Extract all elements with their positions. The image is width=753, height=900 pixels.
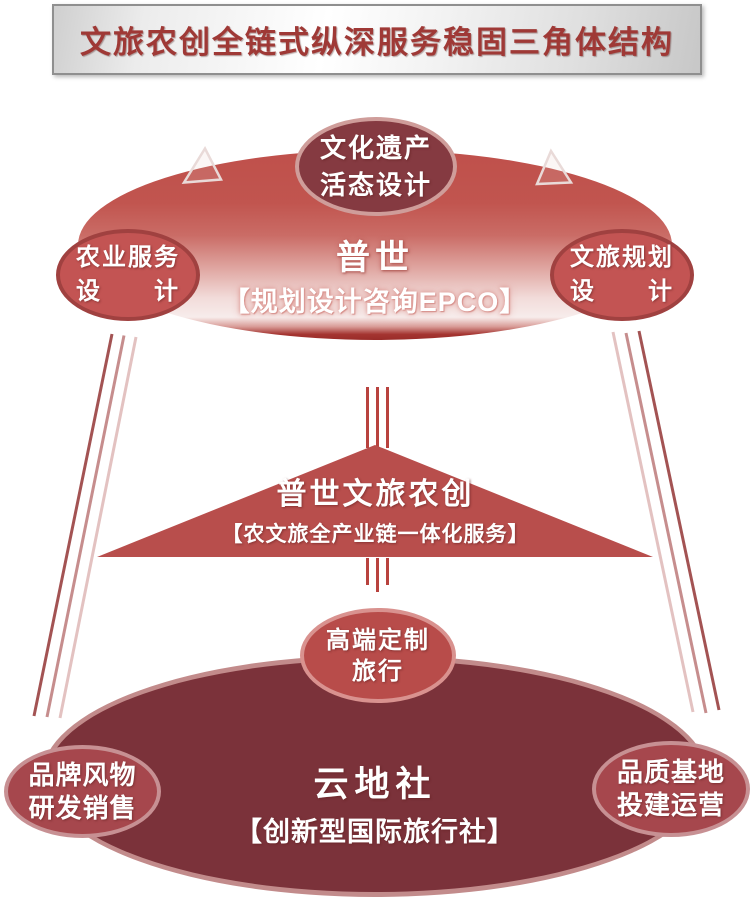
title-banner: 文旅农创全链式纵深服务稳固三角体结构 [52, 4, 702, 75]
left-connector-lines [32, 333, 138, 719]
heritage-ellipse: 文化遗产 活态设计 [295, 117, 457, 216]
base-line2: 投建运营 [616, 790, 725, 820]
triangle-name: 普世文旅农创 [276, 478, 475, 511]
bottom-center-lines [366, 558, 389, 592]
triangle-marker-right-icon [535, 148, 574, 186]
triangle-subtitle: 【农文旅全产业链一体化服务】 [221, 523, 530, 546]
quality-base-ellipse: 品质基地 投建运营 [592, 741, 750, 837]
brand-retail-ellipse: 品牌风物 研发销售 [4, 745, 161, 838]
brand-line2: 研发销售 [28, 792, 137, 823]
brand-line1: 品牌风物 [28, 759, 137, 790]
triangle-marker-left-icon [181, 145, 223, 184]
tourism-planning-ellipse: 文旅规划 设 计 [550, 229, 694, 321]
heritage-line1: 文化遗产 [319, 132, 432, 163]
page-title: 文旅农创全链式纵深服务稳固三角体结构 [80, 25, 674, 60]
heritage-line2: 活态设计 [319, 169, 432, 200]
pushi-subtitle: 【规划设计咨询EPCO】 [222, 287, 528, 317]
custom-travel-line1: 高端定制 [326, 626, 430, 654]
pushi-name: 普世 [336, 239, 414, 277]
yundishe-name: 云地社 [313, 765, 437, 804]
base-line1: 品质基地 [616, 757, 725, 787]
agriculture-line1: 农业服务 [76, 244, 180, 271]
agriculture-design-ellipse: 农业服务 设 计 [56, 229, 200, 321]
triangle-shape [97, 445, 653, 557]
tourism-line1: 文旅规划 [570, 244, 674, 271]
right-connector-lines [611, 330, 721, 714]
yundishe-subtitle: 【创新型国际旅行社】 [235, 817, 515, 847]
custom-travel-ellipse: 高端定制 旅行 [300, 608, 456, 703]
triangle-labels: 普世文旅农创 【农文旅全产业链一体化服务】 [98, 478, 653, 547]
tourism-line2: 设 计 [570, 278, 674, 305]
top-center-lines [366, 387, 389, 448]
custom-travel-line2: 旅行 [352, 657, 404, 685]
agriculture-line2: 设 计 [76, 278, 180, 305]
